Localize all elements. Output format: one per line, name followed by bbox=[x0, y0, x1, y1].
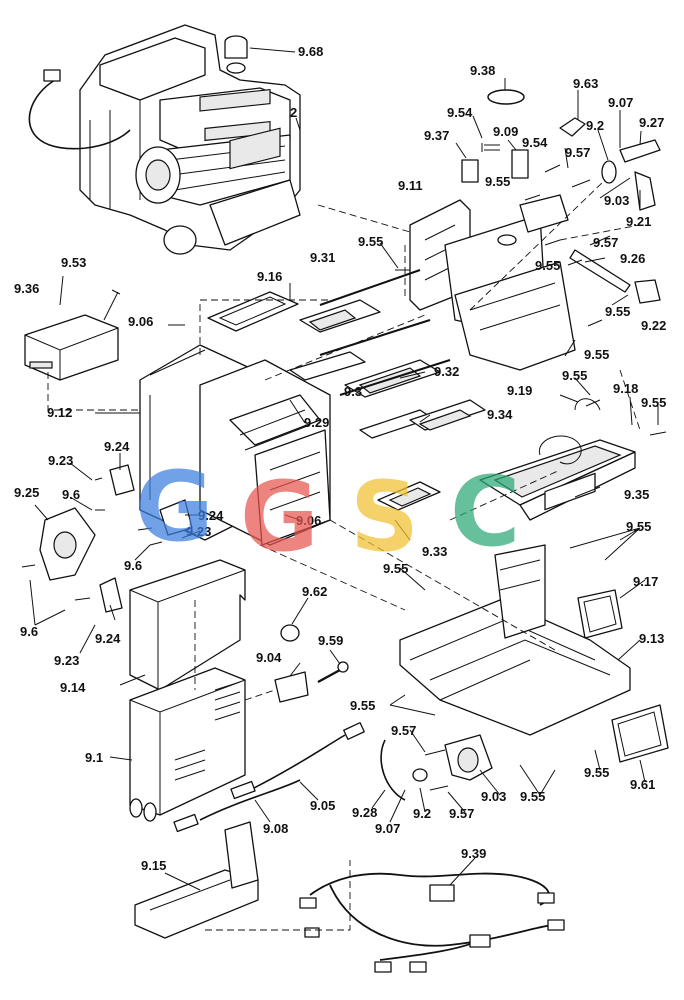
evaporator-cover bbox=[129, 559, 246, 691]
label-9-55: 9.55 bbox=[584, 765, 609, 780]
label-9-03: 9.03 bbox=[604, 193, 629, 208]
label-9-55: 9.55 bbox=[584, 347, 609, 362]
label-9-27: 9.27 bbox=[639, 115, 664, 130]
label-9-55: 9.55 bbox=[605, 304, 630, 319]
label-9-24: 9.24 bbox=[95, 631, 121, 646]
label-9-55: 9.55 bbox=[626, 519, 651, 534]
main-harness bbox=[299, 872, 565, 973]
label-9-57: 9.57 bbox=[565, 145, 590, 160]
label-9-2: 9.2 bbox=[413, 806, 431, 821]
watermark-letter-2: G bbox=[240, 461, 319, 573]
label-9-31: 9.31 bbox=[310, 250, 335, 265]
label-9-2: 9.2 bbox=[586, 118, 604, 133]
label-9-21: 9.21 bbox=[626, 214, 651, 229]
label-9-09: 9.09 bbox=[493, 124, 518, 139]
label-9-06: 9.06 bbox=[296, 513, 321, 528]
label-9-33: 9.33 bbox=[422, 544, 447, 559]
label-9-55: 9.55 bbox=[485, 174, 510, 189]
label-9-55: 9.55 bbox=[535, 258, 560, 273]
label-9-37: 9.37 bbox=[424, 128, 449, 143]
label-9-57: 9.57 bbox=[391, 723, 416, 738]
lower-case bbox=[399, 472, 631, 736]
label-9-25: 9.25 bbox=[14, 485, 39, 500]
label-9-54: 9.54 bbox=[447, 105, 473, 120]
callout-labels: 9.68 2 9.38 9.63 9.54 9.37 9.09 9.54 9.5… bbox=[14, 44, 666, 873]
label-9-04: 9.04 bbox=[256, 650, 282, 665]
label-9-14: 9.14 bbox=[60, 680, 86, 695]
dashed-locator-lines bbox=[47, 179, 641, 931]
label-9-36: 9.36 bbox=[14, 281, 39, 296]
label-9-57: 9.57 bbox=[593, 235, 618, 250]
label-9-55: 9.55 bbox=[641, 395, 666, 410]
label-9-53: 9.53 bbox=[61, 255, 86, 270]
leader-lines bbox=[29, 47, 659, 891]
label-9-28: 9.28 bbox=[352, 805, 377, 820]
sensor-parts bbox=[274, 624, 349, 703]
mode-actuators bbox=[21, 464, 193, 613]
control-module bbox=[24, 289, 121, 381]
label-9-12: 9.12 bbox=[47, 405, 72, 420]
label-9-23: 9.23 bbox=[54, 653, 79, 668]
watermark-letter-4: C bbox=[450, 456, 520, 568]
label-9-55: 9.55 bbox=[383, 561, 408, 576]
label-9-23: 9.23 bbox=[48, 453, 73, 468]
label-9-05: 9.05 bbox=[310, 798, 335, 813]
label-9-55: 9.55 bbox=[562, 368, 587, 383]
label-9-19: 9.19 bbox=[507, 383, 532, 398]
label-9-59: 9.59 bbox=[318, 633, 343, 648]
label-9-18: 9.18 bbox=[613, 381, 638, 396]
label-9-62: 9.62 bbox=[302, 584, 327, 599]
label-9-32: 9.32 bbox=[434, 364, 459, 379]
label-9-1: 9.1 bbox=[85, 750, 103, 765]
label-9-26: 9.26 bbox=[620, 251, 645, 266]
central-case bbox=[139, 291, 331, 546]
label-9-57: 9.57 bbox=[449, 806, 474, 821]
label-9-07: 9.07 bbox=[608, 95, 633, 110]
label-9-07: 9.07 bbox=[375, 821, 400, 836]
label-9-3: 9.3 bbox=[344, 384, 362, 399]
label-9-24: 9.24 bbox=[104, 439, 130, 454]
door-flaps bbox=[289, 269, 486, 511]
label-9-23: 9.23 bbox=[186, 524, 211, 539]
label-9-6: 9.6 bbox=[20, 624, 38, 639]
label-9-03: 9.03 bbox=[481, 789, 506, 804]
watermark-letter-3: S bbox=[350, 461, 419, 573]
wiring-harness-small bbox=[173, 722, 365, 833]
watermark-letter-1: G bbox=[135, 451, 214, 563]
label-9-34: 9.34 bbox=[487, 407, 513, 422]
door-actuator bbox=[380, 734, 493, 801]
label-9-39: 9.39 bbox=[461, 846, 486, 861]
upper-case-assembly bbox=[395, 89, 667, 436]
watermark-logo: G G S C bbox=[135, 451, 520, 573]
label-9-35: 9.35 bbox=[624, 487, 649, 502]
label-9-54: 9.54 bbox=[522, 135, 548, 150]
label-9-08: 9.08 bbox=[263, 821, 288, 836]
label-9-24: 9.24 bbox=[198, 508, 224, 523]
heater-blower-assembly bbox=[28, 24, 301, 255]
label-9-38: 9.38 bbox=[470, 63, 495, 78]
label-9-61: 9.61 bbox=[630, 777, 655, 792]
label-9-15: 9.15 bbox=[141, 858, 166, 873]
label-9-29: 9.29 bbox=[304, 415, 329, 430]
label-9-22: 9.22 bbox=[641, 318, 666, 333]
label-9-13: 9.13 bbox=[639, 631, 664, 646]
label-9-55: 9.55 bbox=[358, 234, 383, 249]
label-9-55: 9.55 bbox=[520, 789, 545, 804]
label-9-11: 9.11 bbox=[398, 178, 423, 193]
label-2: 2 bbox=[290, 105, 297, 120]
seals bbox=[577, 589, 669, 763]
label-9-06: 9.06 bbox=[128, 314, 153, 329]
label-9-63: 9.63 bbox=[573, 76, 598, 91]
evaporator-core bbox=[129, 667, 246, 822]
label-9-17: 9.17 bbox=[633, 574, 658, 589]
label-9-55: 9.55 bbox=[350, 698, 375, 713]
label-9-6: 9.6 bbox=[62, 487, 80, 502]
label-9-68: 9.68 bbox=[298, 44, 323, 59]
label-9-16: 9.16 bbox=[257, 269, 282, 284]
drain-tray bbox=[134, 821, 259, 939]
label-9-6: 9.6 bbox=[124, 558, 142, 573]
